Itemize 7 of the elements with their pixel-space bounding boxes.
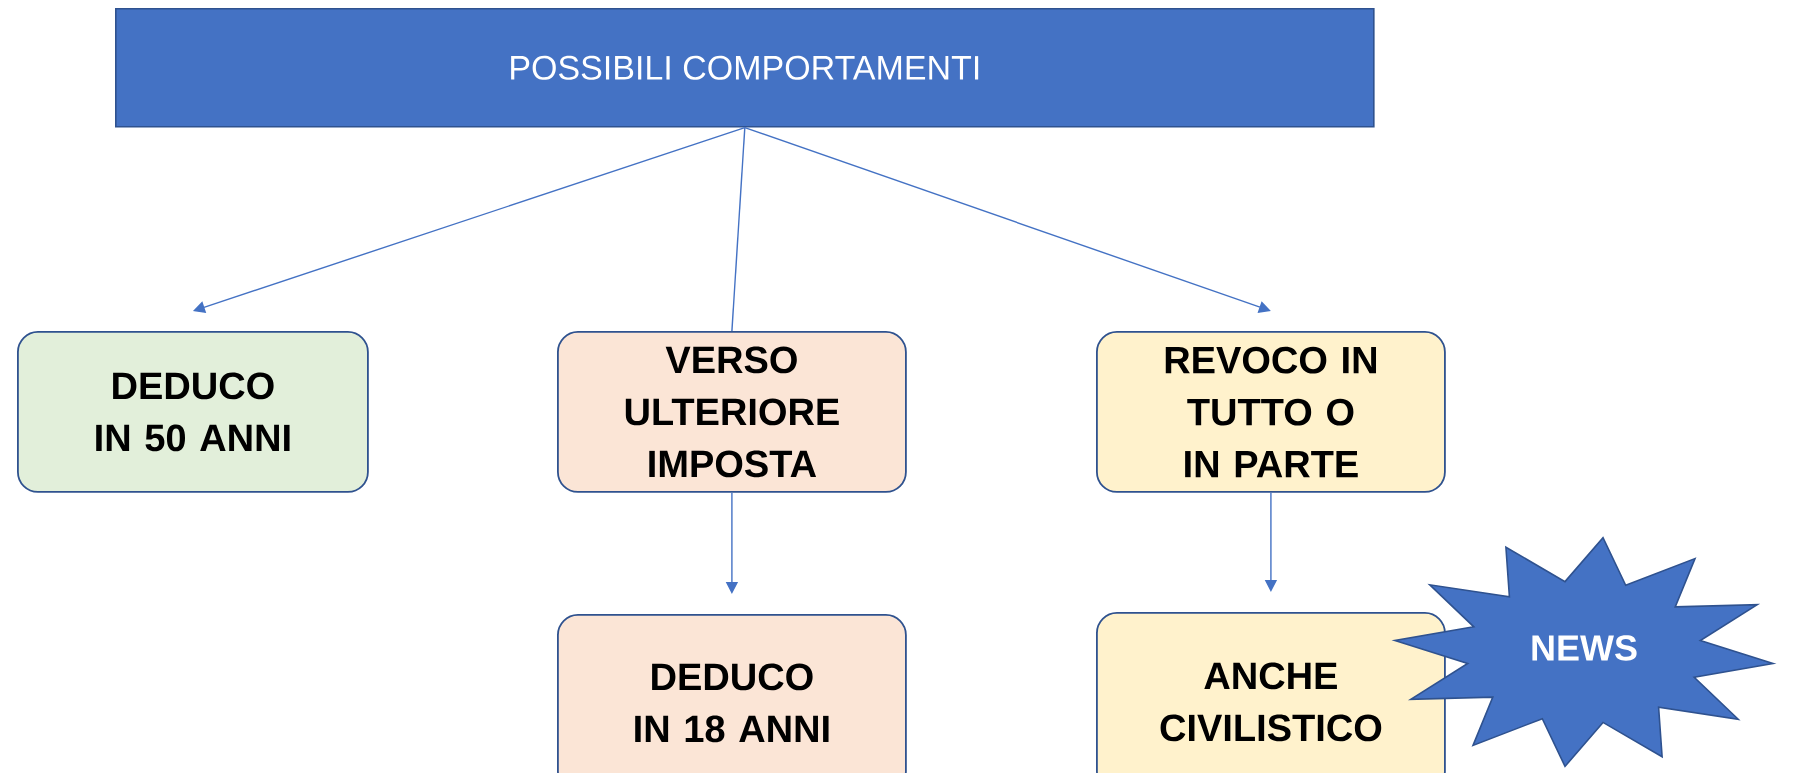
rounded-box: REVOCO IN TUTTO O IN PARTE — [1096, 331, 1446, 493]
rounded-box: ANCHE CIVILISTICO — [1096, 612, 1446, 773]
rounded-box: VERSO ULTERIORE IMPOSTA — [557, 331, 907, 493]
rounded-box: DEDUCO IN 18 ANNI — [557, 614, 907, 773]
arrow — [744, 126, 1271, 313]
rounded-box: DEDUCO IN 50 ANNI — [17, 331, 369, 493]
title-box: POSSIBILI COMPORTAMENTI — [115, 8, 1375, 128]
